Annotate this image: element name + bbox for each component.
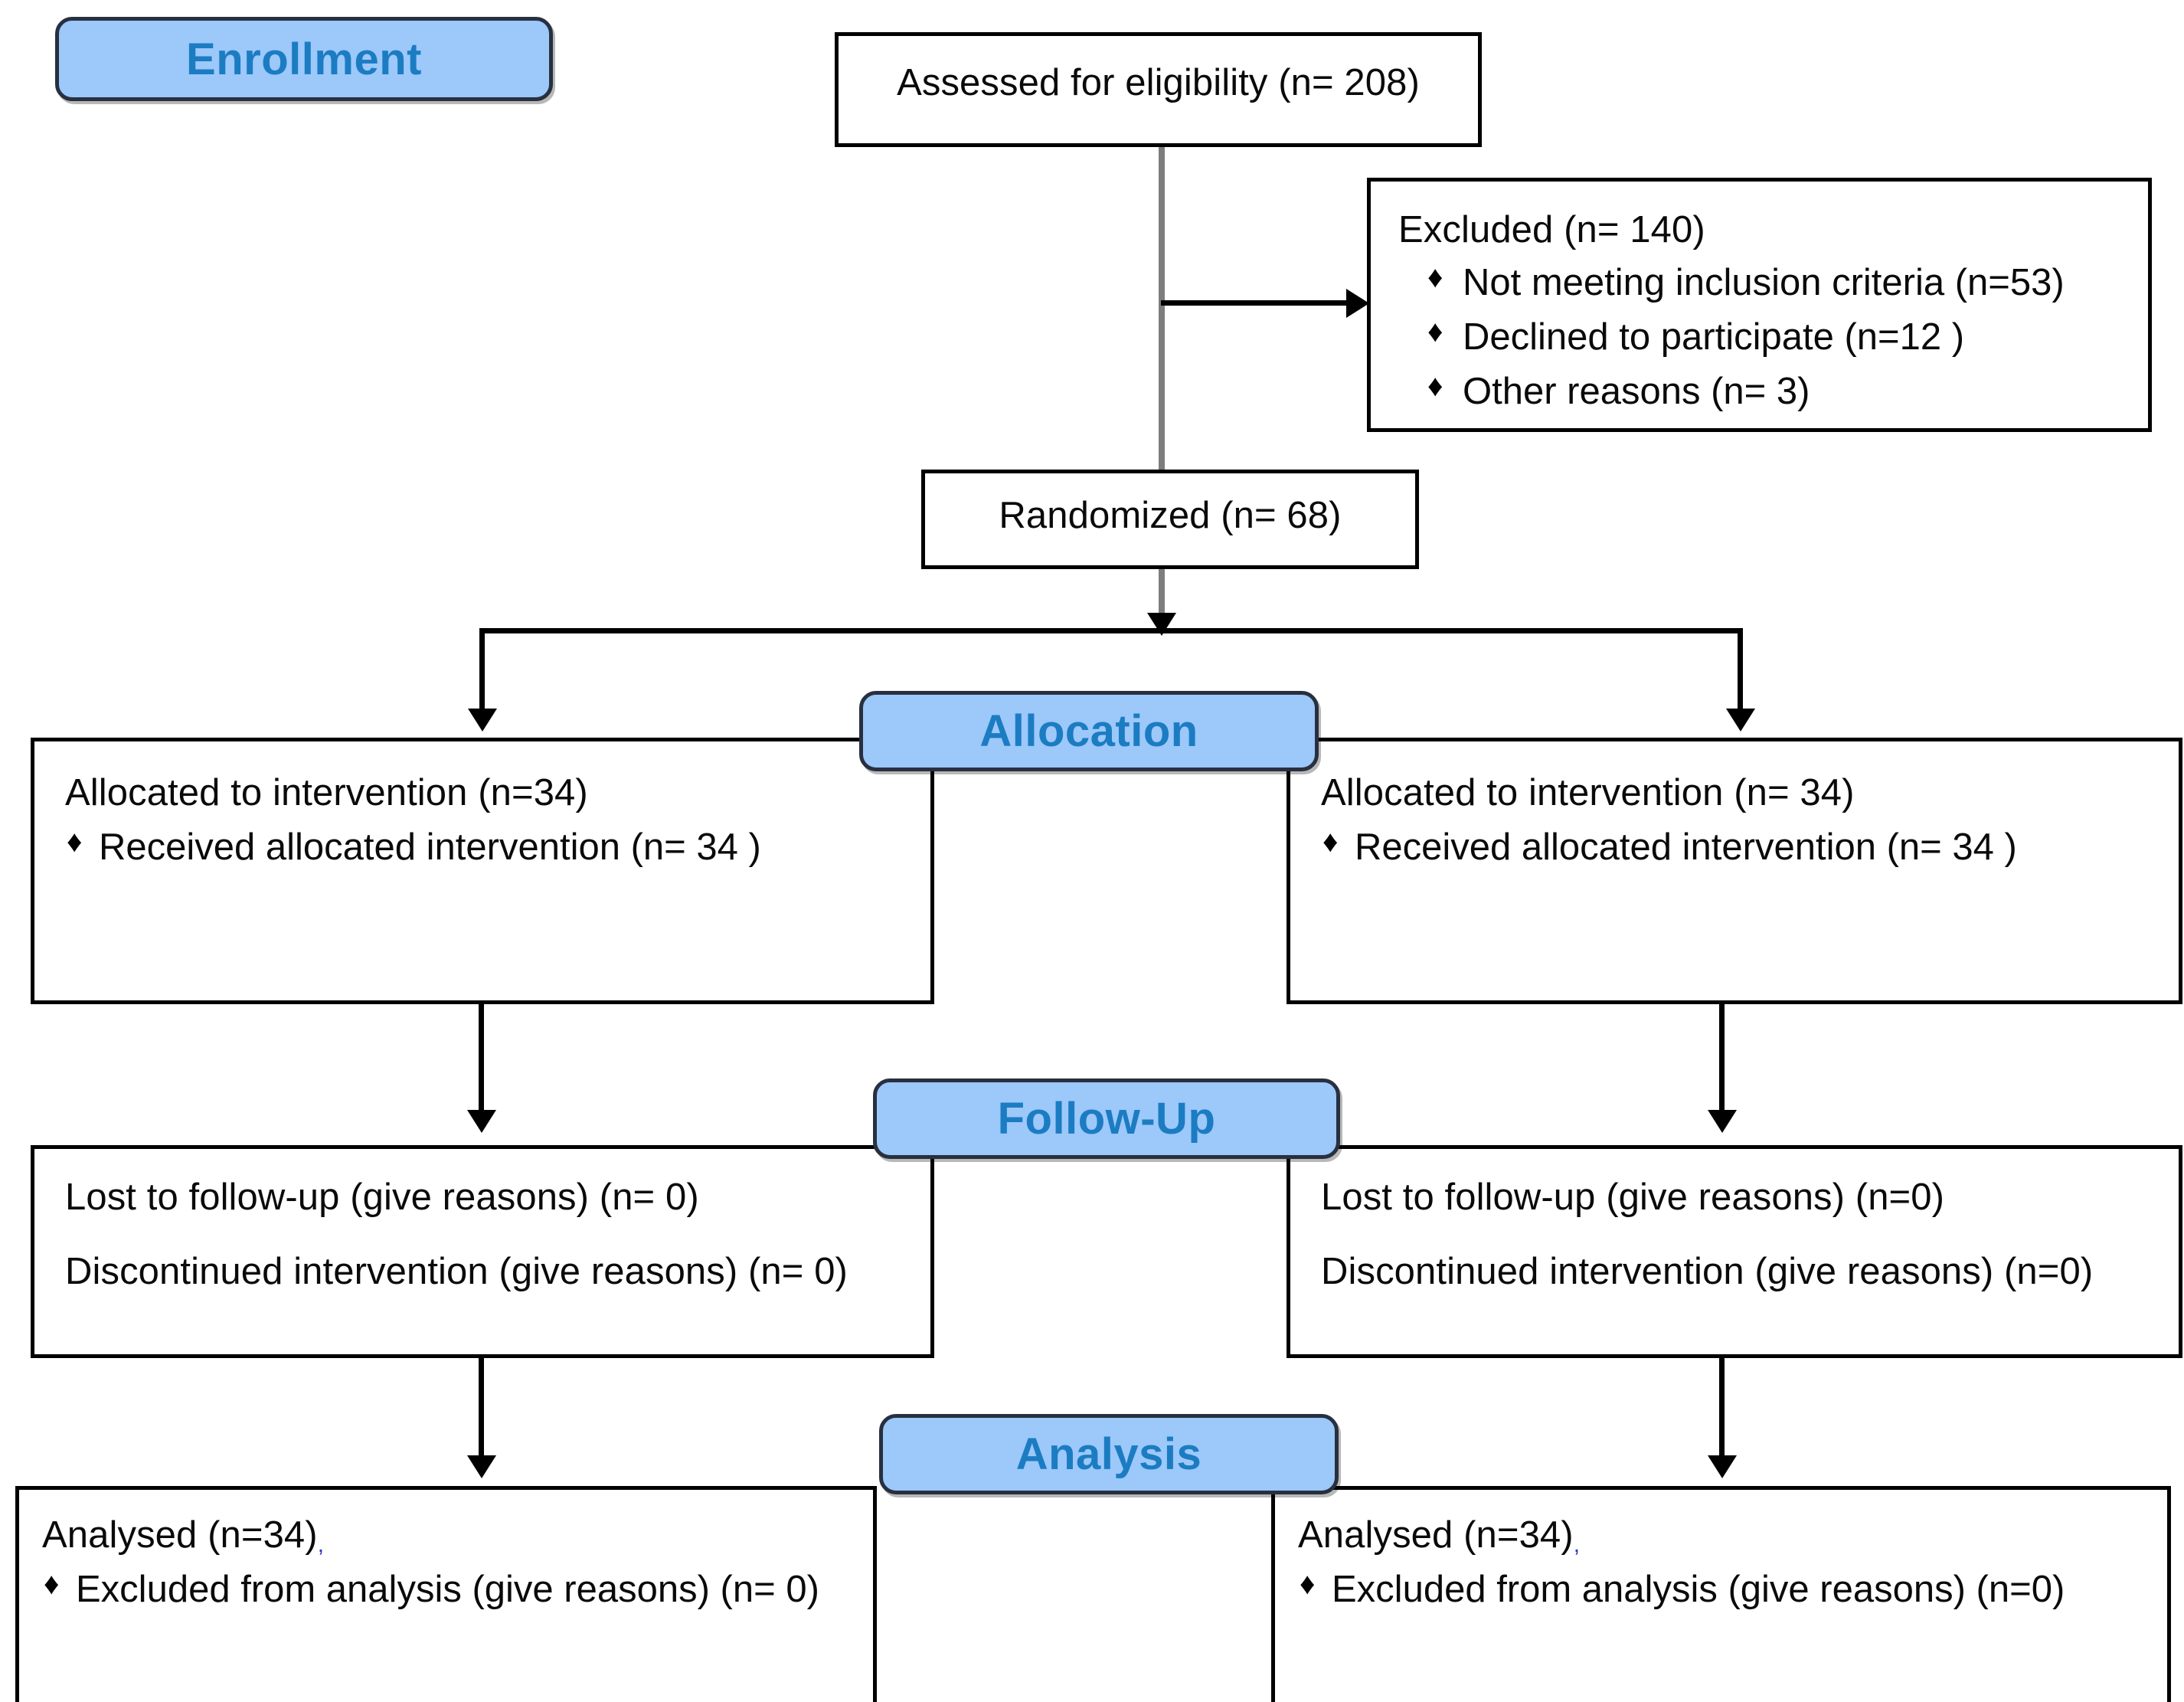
arrowhead-allocated-right (1726, 709, 1755, 732)
allocated-right-heading: Allocated to intervention (n= 34) (1321, 772, 1855, 813)
diamond-bullet-icon: ♦ (1300, 1566, 1316, 1601)
diamond-bullet-icon: ♦ (1427, 260, 1443, 294)
followup-left-line-1: Lost to follow-up (give reasons) (n= 0) (65, 1177, 699, 1218)
randomized-line-1: Randomized (n= 68) (999, 495, 1342, 536)
allocated-left-bullet-1-label: Received allocated intervention (n= 34 ) (99, 826, 761, 868)
connector-assessed-to-excluded (1161, 300, 1352, 306)
analysis-right-heading: Analysed (n=34), (1298, 1514, 2149, 1558)
excluded-bullet-3: ♦ Other reasons (n= 3) (1398, 368, 2130, 413)
diamond-bullet-icon: ♦ (1322, 824, 1339, 859)
connector-assessed-to-randomized (1159, 147, 1165, 502)
node-analysis-left: Analysed (n=34), ♦ Excluded from analysi… (15, 1486, 877, 1702)
stage-badge-analysis-label: Analysis (1015, 1429, 1202, 1479)
connector-split-right (1738, 628, 1743, 716)
connector-allocated-right-to-followup (1719, 1004, 1725, 1124)
stage-badge-allocation-label: Allocation (979, 706, 1198, 756)
allocated-right-bullet-1-label: Received allocated intervention (n= 34 ) (1355, 826, 2017, 868)
spellcheck-mark-icon: , (317, 1532, 325, 1557)
connector-allocated-left-to-followup (479, 1004, 484, 1124)
analysis-right-bullet-1: ♦ Excluded from analysis (give reasons) … (1298, 1566, 2149, 1611)
analysis-left-bullet-1: ♦ Excluded from analysis (give reasons) … (42, 1566, 855, 1611)
node-excluded: Excluded (n= 140) ♦ Not meeting inclusio… (1367, 178, 2152, 432)
followup-right-line-2: Discontinued intervention (give reasons)… (1321, 1250, 2094, 1292)
arrowhead-allocated-left (468, 709, 497, 732)
node-followup-right: Lost to follow-up (give reasons) (n=0) D… (1287, 1145, 2182, 1358)
node-assessed-for-eligibility: Assessed for eligibility (n= 208) (835, 32, 1482, 147)
stage-badge-analysis: Analysis (879, 1414, 1339, 1494)
arrowhead-analysis-right (1708, 1455, 1737, 1478)
node-allocated-right: Allocated to intervention (n= 34) ♦ Rece… (1287, 738, 2182, 1004)
arrowhead-followup-right (1708, 1110, 1737, 1133)
stage-badge-allocation: Allocation (859, 691, 1319, 771)
diamond-bullet-icon: ♦ (1427, 368, 1443, 403)
stage-badge-followup: Follow-Up (873, 1078, 1340, 1159)
allocated-left-bullet-1: ♦ Received allocated intervention (n= 34… (65, 824, 912, 869)
arrowhead-followup-left (467, 1110, 496, 1133)
connector-split-left (479, 628, 485, 716)
stage-badge-enrollment-label: Enrollment (186, 34, 422, 84)
connector-followup-left-to-analysis (479, 1358, 484, 1470)
excluded-bullet-2-label: Declined to participate (n=12 ) (1463, 316, 1965, 358)
node-randomized: Randomized (n= 68) (921, 470, 1419, 569)
analysis-right-heading-label: Analysed (n=34) (1298, 1514, 1574, 1556)
connector-followup-right-to-analysis (1719, 1358, 1725, 1470)
stage-badge-followup-label: Follow-Up (997, 1094, 1216, 1144)
split-bar-allocation (479, 628, 1743, 633)
diamond-bullet-icon: ♦ (44, 1566, 60, 1601)
analysis-left-bullet-1-label: Excluded from analysis (give reasons) (n… (76, 1568, 819, 1610)
diamond-bullet-icon: ♦ (1427, 314, 1443, 349)
node-analysis-right: Analysed (n=34), ♦ Excluded from analysi… (1271, 1486, 2171, 1702)
stage-badge-enrollment: Enrollment (55, 17, 553, 101)
analysis-left-heading: Analysed (n=34), (42, 1514, 855, 1558)
spellcheck-mark-icon: , (1573, 1532, 1581, 1557)
excluded-bullet-1: ♦ Not meeting inclusion criteria (n=53) (1398, 260, 2130, 304)
connector-randomized-down (1159, 569, 1165, 623)
analysis-left-heading-label: Analysed (n=34) (42, 1514, 318, 1556)
arrowhead-analysis-left (467, 1455, 496, 1478)
node-followup-left: Lost to follow-up (give reasons) (n= 0) … (31, 1145, 934, 1358)
diamond-bullet-icon: ♦ (67, 824, 83, 859)
followup-right-line-1: Lost to follow-up (give reasons) (n=0) (1321, 1177, 1945, 1218)
analysis-right-bullet-1-label: Excluded from analysis (give reasons) (n… (1332, 1568, 2065, 1610)
excluded-bullet-1-label: Not meeting inclusion criteria (n=53) (1463, 261, 2065, 303)
followup-left-line-2: Discontinued intervention (give reasons)… (65, 1250, 848, 1292)
allocated-right-bullet-1: ♦ Received allocated intervention (n= 34… (1321, 824, 2160, 869)
assessed-line-1: Assessed for eligibility (n= 208) (897, 62, 1420, 103)
arrowhead-to-excluded (1346, 289, 1369, 318)
excluded-bullet-2: ♦ Declined to participate (n=12 ) (1398, 314, 2130, 358)
excluded-bullet-3-label: Other reasons (n= 3) (1463, 370, 1810, 412)
node-allocated-left: Allocated to intervention (n=34) ♦ Recei… (31, 738, 934, 1004)
excluded-heading: Excluded (n= 140) (1398, 209, 1705, 250)
allocated-left-heading: Allocated to intervention (n=34) (65, 772, 588, 813)
